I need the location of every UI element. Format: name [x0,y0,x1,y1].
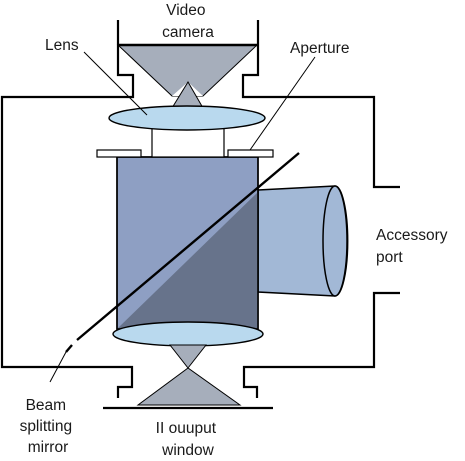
aperture-plate-right [227,149,274,158]
output-cone-lower [136,367,242,406]
housing-outline [0,20,400,398]
lens-label: Lens [45,37,79,54]
aperture-plate-left [96,149,142,158]
aperture-label: Aperture [290,40,349,57]
accessory-port-end [322,185,348,297]
beam-splitting-mirror-label: Beam splitting mirror [20,397,77,456]
lower-lens [112,321,264,347]
video-camera-label: Video camera [162,2,214,41]
mirror-leader [49,351,67,383]
ii-output-window-label: II ouuput window [156,420,221,459]
output-cone-upper [168,344,208,369]
lens-mount [151,126,225,158]
lens-leader [83,51,148,116]
beam-splitting-mirror [76,152,300,341]
mirror-shadow [117,192,258,329]
aperture-leader [249,56,316,151]
accessory-port-label: Accessory port [376,227,452,266]
upper-lens [108,105,266,131]
